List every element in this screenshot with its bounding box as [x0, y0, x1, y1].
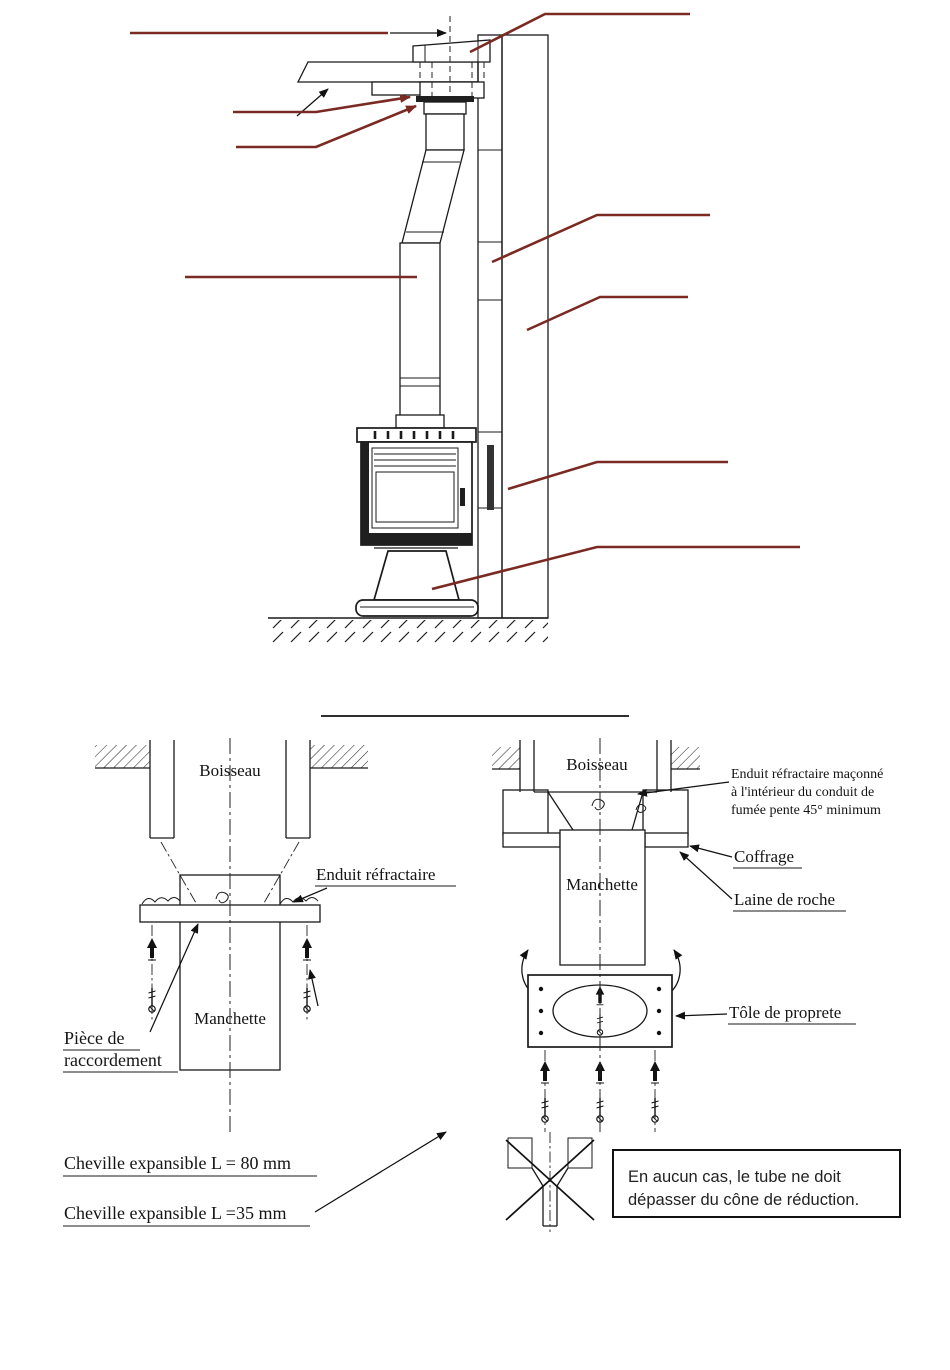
- stove-base-plinth: [355, 599, 479, 617]
- anchor-bolt-icon: [301, 937, 313, 961]
- screw-icon: [540, 1097, 550, 1123]
- screw-icon: [302, 987, 312, 1013]
- screw-icon: [650, 1097, 660, 1123]
- anchor-bolt-icon: [539, 1060, 551, 1084]
- svg-text:fumée pente 45° minimum: fumée pente 45° minimum: [731, 803, 881, 818]
- rear-heat-shield: [487, 445, 494, 510]
- mortar-bead: [141, 897, 181, 905]
- leader-line: [491, 213, 710, 264]
- stove-door-handle: [460, 488, 465, 506]
- anchor-pointer-arrow: [308, 969, 319, 1007]
- coffrage-label: Coffrage: [734, 847, 794, 866]
- refractory-slope: [547, 791, 574, 831]
- stove: [355, 427, 494, 617]
- boisseau-walls: [149, 740, 311, 839]
- stove-top-grill: [373, 431, 455, 439]
- boisseau-label: Boisseau: [199, 761, 261, 780]
- stove-door: [371, 447, 459, 529]
- forbidden-cone-drawing: [505, 1132, 595, 1232]
- ground-hatch: [268, 620, 548, 643]
- svg-text:Enduit réfractaire maçonné: Enduit réfractaire maçonné: [731, 767, 883, 782]
- slab-hatch: [95, 745, 150, 768]
- manchette-sleeve: [559, 829, 646, 966]
- top-diagram: [130, 12, 800, 643]
- stove-pedestal: [372, 550, 461, 601]
- stovepipe: [395, 113, 465, 429]
- leader-line: [526, 295, 688, 332]
- mortar-swirl-icon: [215, 891, 229, 904]
- svg-text:à l'intérieur du conduit de: à l'intérieur du conduit de: [731, 785, 874, 800]
- leader-line: [431, 545, 800, 591]
- cheville-80-label: Cheville expansible L = 80 mm: [64, 1153, 291, 1173]
- screw-icon: [147, 987, 157, 1013]
- anchor-bolt-icon: [649, 1060, 661, 1084]
- laine-de-roche-label: Laine de roche: [734, 890, 835, 909]
- mortar-swirl-icon: [635, 804, 647, 813]
- warning-text-line1: En aucun cas, le tube ne doit: [628, 1168, 841, 1186]
- ceiling-slab: [296, 61, 479, 83]
- boisseau-label: Boisseau: [566, 755, 628, 774]
- stove-louvers: [374, 453, 456, 467]
- flue-top-cap: [390, 16, 491, 112]
- cheville-35-label: Cheville expansible L =35 mm: [64, 1203, 286, 1223]
- piece-de-raccordement-label-line2: raccordement: [64, 1050, 162, 1070]
- slab-hatch: [310, 745, 368, 768]
- warning-text-line2: dépasser du cône de réduction.: [628, 1191, 859, 1209]
- leader-line: [507, 460, 728, 491]
- left-detail: Boisseau Enduit réfractaire Manchette Pi…: [63, 738, 456, 1227]
- cross-out-x-icon: [505, 1139, 595, 1221]
- enduit-refractaire-label: Enduit réfractaire: [316, 865, 435, 884]
- connection-piece: [416, 96, 474, 115]
- piece-de-raccordement-label: Pièce de: [64, 1028, 124, 1048]
- formwork-board: [644, 832, 689, 848]
- tole-de-proprete-label: Tôle de proprete: [729, 1003, 841, 1022]
- manchette-label: Manchette: [194, 1009, 266, 1028]
- cheville-pointer-arrow: [314, 1131, 447, 1213]
- formwork-board: [502, 832, 561, 848]
- boisseau-walls: [519, 740, 672, 793]
- anchor-bolt-icon: [146, 937, 158, 961]
- leader-line: [236, 104, 418, 149]
- wall-hatch: [501, 34, 549, 619]
- warning-box: En aucun cas, le tube ne doit dépasser d…: [612, 1149, 901, 1218]
- leader-line: [469, 12, 690, 54]
- refractory-slope: [631, 791, 644, 831]
- mortar-bead: [279, 897, 319, 905]
- flue-duct: [477, 34, 503, 619]
- mortar-swirl-icon: [591, 798, 605, 811]
- rock-wool-pad: [642, 789, 689, 836]
- leader-lines: [130, 12, 800, 591]
- leader-line: [233, 94, 412, 114]
- rock-wool-pad: [502, 789, 549, 836]
- manchette-label: Manchette: [566, 875, 638, 894]
- slab-hatch: [671, 747, 700, 769]
- slab-hatch: [492, 747, 520, 769]
- right-detail: Boisseau Manchette Enduit réfractaire ma…: [492, 738, 901, 1232]
- refractory-note: Enduit réfractaire maçonné à l'intérieur…: [637, 767, 883, 818]
